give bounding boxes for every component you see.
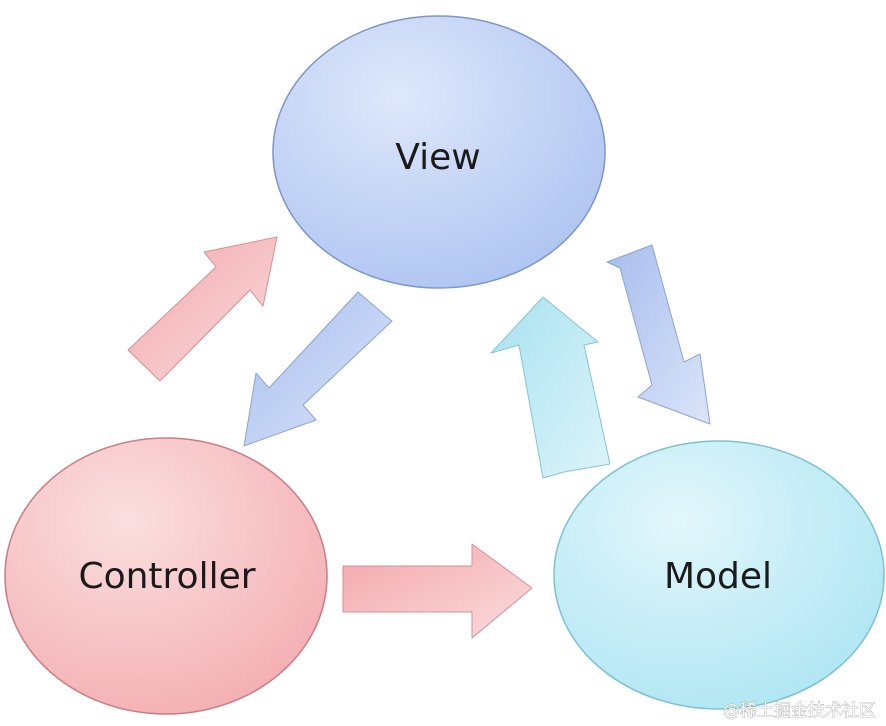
model-label: Model	[664, 556, 772, 597]
view-ellipse	[272, 15, 606, 289]
node-model: Model	[553, 440, 885, 710]
arrows-layer	[127, 236, 711, 639]
arrow-view-to-model	[606, 244, 711, 425]
model-ellipse	[553, 440, 885, 710]
arrow-controller-to-view	[127, 236, 278, 382]
arrow-view-to-controller	[243, 291, 393, 447]
controller-label: Controller	[78, 556, 255, 597]
node-view: View	[272, 15, 606, 289]
view-label: View	[395, 137, 480, 178]
controller-ellipse	[4, 437, 328, 715]
arrow-controller-to-model	[342, 543, 533, 639]
watermark: @稀土掘金技术社区	[723, 701, 876, 721]
arrow-model-to-view	[490, 296, 611, 479]
node-controller: Controller	[4, 437, 328, 715]
